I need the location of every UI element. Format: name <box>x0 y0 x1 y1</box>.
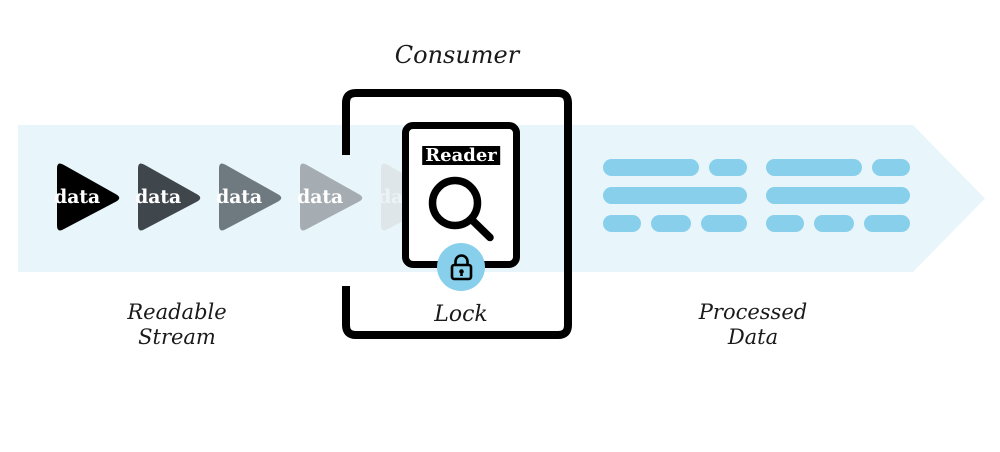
lock-caption: Lock <box>434 302 488 327</box>
processed-bar <box>603 159 699 176</box>
lock-badge <box>437 243 485 291</box>
readable-stream-caption: Readable Stream <box>127 300 227 349</box>
processed-bar <box>872 159 910 176</box>
data-arrow-1: data <box>46 161 124 233</box>
processed-bar <box>766 215 804 232</box>
processed-bar-row <box>603 215 747 232</box>
processed-data-caption: Processed Data <box>698 300 808 349</box>
processed-bar-group-1 <box>603 159 747 232</box>
processed-bar <box>701 215 747 232</box>
processed-bar <box>814 215 854 232</box>
data-arrow-2: data <box>127 161 205 233</box>
padlock-icon <box>450 253 472 280</box>
processed-bar-row <box>766 215 910 232</box>
processed-bar-row <box>766 187 910 204</box>
data-arrow-3: data <box>208 161 286 233</box>
processed-bar-row <box>766 159 910 176</box>
processed-bar <box>603 215 641 232</box>
processed-bar <box>651 215 691 232</box>
processed-bar <box>766 187 910 204</box>
processed-bar <box>864 215 910 232</box>
consumer-label: Consumer <box>394 41 520 69</box>
processed-bar <box>709 159 747 176</box>
reader-badge-label: Reader <box>422 146 500 165</box>
processed-bar-row <box>603 187 747 204</box>
magnifier-icon <box>423 174 499 244</box>
processed-bar <box>766 159 862 176</box>
processed-bar-row <box>603 159 747 176</box>
consumer-boundary <box>342 89 572 339</box>
processed-bar-group-2 <box>766 159 910 232</box>
processed-bar <box>603 187 747 204</box>
